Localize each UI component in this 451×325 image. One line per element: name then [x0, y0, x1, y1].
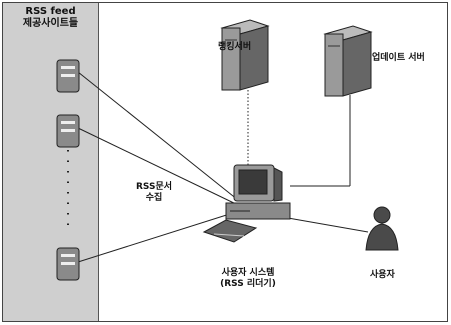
ranking-server-label: 랭킹서버 — [218, 42, 251, 53]
update-server-icon — [325, 26, 371, 96]
user-computer-icon — [204, 165, 290, 242]
user-person-icon — [366, 207, 398, 250]
feed-server-2-icon — [57, 115, 79, 147]
rss-collect-line1: RSS문서 — [136, 182, 172, 193]
ranking-server-icon — [222, 20, 268, 90]
feed-server-3-icon — [57, 248, 79, 280]
rss-collect-line2: 수집 — [136, 193, 172, 204]
connector-site1-reader — [78, 72, 238, 200]
user-system-line1: 사용자 시스템 — [210, 268, 286, 279]
user-system-label: 사용자 시스템 (RSS 리더기) — [210, 268, 286, 290]
update-server-label: 업데이트 서버 — [372, 53, 425, 64]
keyboard-icon — [204, 220, 256, 242]
user-system-line2: (RSS 리더기) — [210, 279, 286, 290]
connector-site3-reader — [78, 212, 236, 262]
rss-collect-label: RSS문서 수집 — [136, 182, 172, 204]
feed-server-1-icon — [57, 60, 79, 92]
connector-reader-user — [288, 218, 368, 232]
user-label: 사용자 — [370, 270, 395, 281]
